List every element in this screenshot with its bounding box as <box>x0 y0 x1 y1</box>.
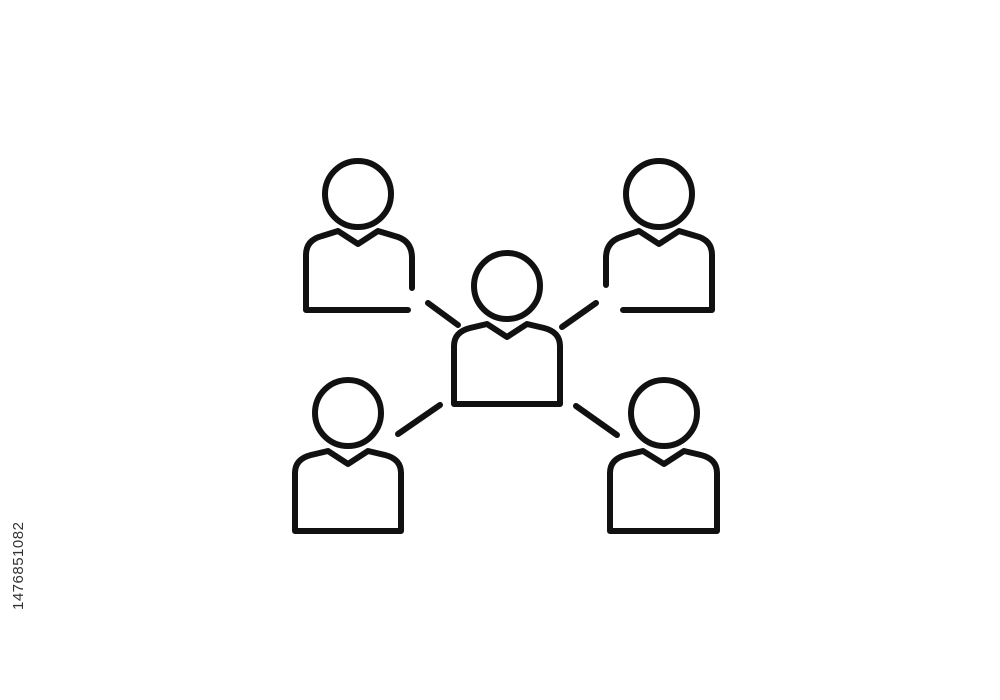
connector-top-left <box>425 300 461 328</box>
person-bottom-right-icon <box>607 377 720 534</box>
connector-bottom-left <box>395 402 443 437</box>
person-top-right-icon <box>603 158 715 313</box>
person-center-icon <box>451 250 563 407</box>
person-top-left-icon <box>303 158 415 313</box>
connector-top-right <box>559 300 599 330</box>
stock-id-label: 1476851082 <box>10 521 27 610</box>
person-bottom-left-icon <box>292 377 404 534</box>
connector-bottom-right <box>573 403 620 438</box>
